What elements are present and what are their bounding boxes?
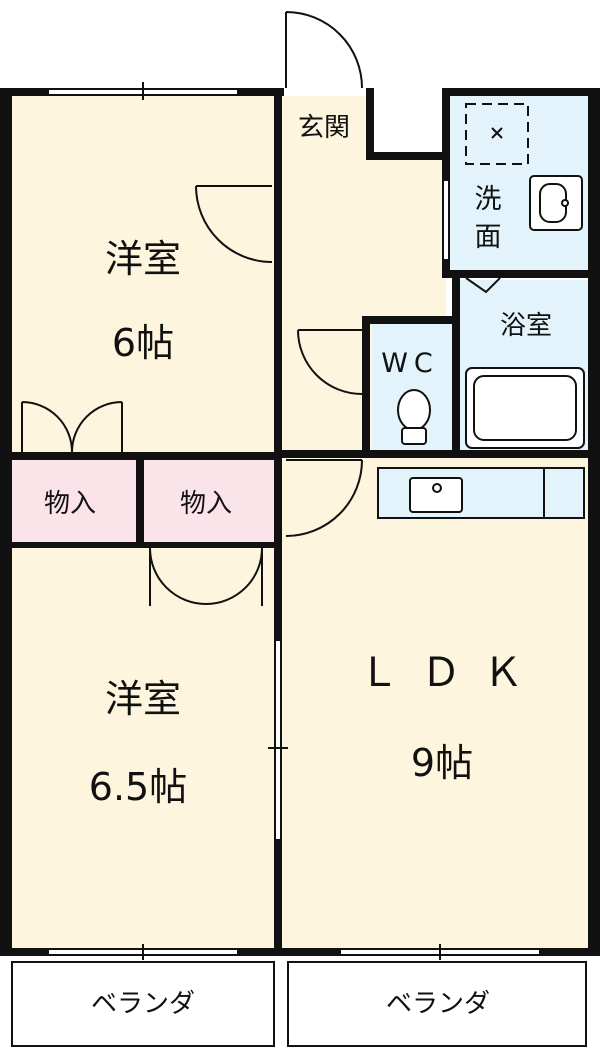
closet-2-label: 物入 bbox=[180, 489, 232, 519]
bathtub-icon bbox=[465, 367, 585, 449]
washbasin-icon bbox=[529, 175, 583, 231]
toilet-icon bbox=[397, 389, 431, 445]
entrance-floor bbox=[282, 96, 366, 158]
doors bbox=[21, 11, 501, 606]
closet-2-floor bbox=[144, 460, 274, 542]
kitchen-counter bbox=[377, 467, 585, 519]
balcony-2-label: ベランダ bbox=[386, 989, 490, 1019]
kitchen-faucet-icon bbox=[432, 483, 442, 493]
washroom-label-line1: 洗 bbox=[475, 184, 502, 215]
washroom-label-line2: 面 bbox=[475, 222, 502, 253]
ldk-size: 9帖 bbox=[411, 741, 473, 785]
closet-1-floor bbox=[12, 460, 136, 542]
balconies bbox=[11, 961, 587, 1047]
western-room-1-floor bbox=[12, 96, 274, 456]
balcony-1-label: ベランダ bbox=[91, 989, 195, 1019]
walls bbox=[0, 88, 600, 956]
western-room-2-size: 6.5帖 bbox=[89, 765, 187, 809]
kitchen-sink-icon bbox=[409, 477, 463, 513]
toilet-label: WC bbox=[381, 348, 439, 379]
entrance-label: 玄関 bbox=[298, 113, 350, 143]
bathroom-label: 浴室 bbox=[500, 311, 552, 341]
windows bbox=[47, 82, 541, 960]
closet-1-label: 物入 bbox=[44, 489, 96, 519]
washing-machine-cross-icon bbox=[491, 127, 503, 139]
washing-machine-space-icon bbox=[465, 103, 529, 165]
western-room-2-floor bbox=[12, 546, 274, 948]
ldk-name: ＬＤＫ bbox=[359, 650, 545, 696]
western-room-1-size: 6帖 bbox=[112, 321, 174, 365]
ldk-floor bbox=[282, 456, 588, 948]
western-room-1-name: 洋室 bbox=[105, 237, 181, 281]
western-room-2-name: 洋室 bbox=[105, 677, 181, 721]
